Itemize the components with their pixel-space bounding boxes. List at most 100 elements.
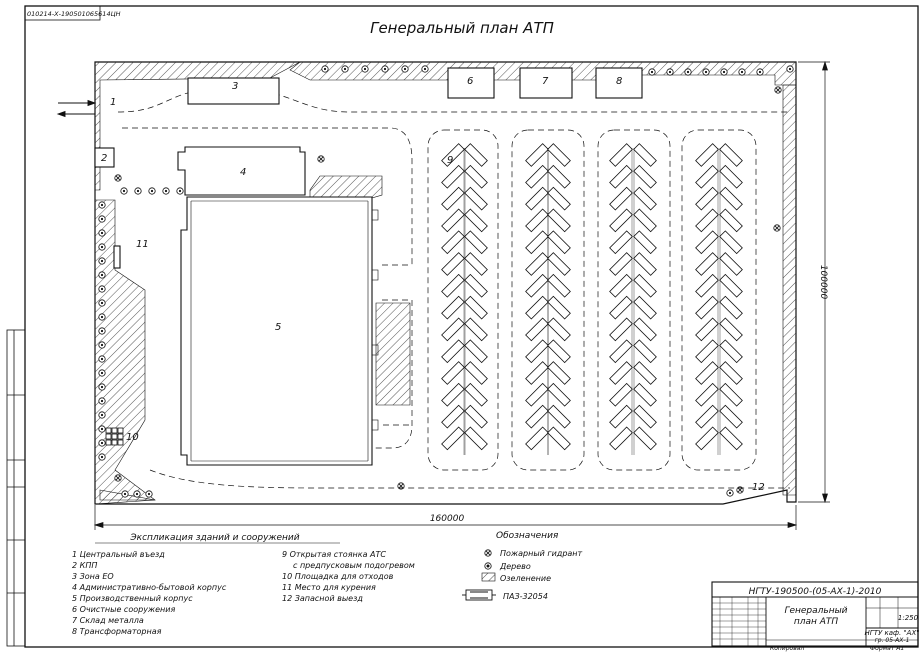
parked-bus (719, 295, 743, 320)
tree-icon (702, 68, 710, 76)
zone-number-6: 6 (467, 76, 473, 87)
parked-bus (525, 317, 549, 342)
explication-col1: 1 Центральный въезд 2 КПП 3 Зона ЕО 4 Ад… (72, 550, 227, 636)
parked-bus (547, 339, 571, 364)
zone-number-12: 12 (752, 482, 765, 493)
parked-bus (464, 426, 488, 451)
parked-bus (633, 382, 657, 407)
explication-item: 8 Трансформаторная (72, 627, 162, 636)
explication-item: 5 Производственный корпус (72, 594, 193, 603)
explication-item: 10 Площадка для отходов (282, 572, 394, 581)
parked-bus (547, 252, 571, 276)
tree-icon (133, 490, 141, 498)
parked-bus (719, 164, 743, 189)
explication-item: 9 Открытая стоянка АТС (282, 550, 386, 559)
title-block-code: НГТУ-190500-(05-АХ-1)-2010 (749, 587, 882, 597)
explication-item: 4 Административно-бытовой корпус (72, 583, 227, 592)
tree-icon (720, 68, 728, 76)
tree-icon (98, 215, 106, 223)
tree-icon (98, 327, 106, 335)
parked-bus (695, 230, 719, 255)
parked-bus (525, 339, 549, 364)
tree-icon (98, 285, 106, 293)
parked-bus (464, 361, 488, 385)
parked-bus (525, 252, 549, 276)
parked-bus (525, 230, 549, 255)
symbols-heading: Обозначения (496, 531, 559, 541)
parked-bus (633, 273, 657, 298)
waste-area (105, 427, 124, 446)
legend-bus-icon (462, 589, 496, 601)
parked-bus (464, 143, 488, 167)
parked-bus (609, 426, 633, 451)
legend-tree-icon (484, 562, 492, 570)
legend-green-icon (481, 572, 496, 582)
parked-bus (609, 252, 633, 276)
title-block-name-2: план АТП (794, 617, 839, 627)
buildings (94, 67, 643, 466)
explication-item: 11 Место для курения (282, 583, 376, 592)
tree-icon (98, 257, 106, 265)
hydrant-icon (317, 155, 325, 163)
tree-icon (786, 65, 794, 73)
explication-item: 2 КПП (72, 561, 97, 570)
parked-bus (525, 186, 549, 211)
tree-icon (145, 490, 153, 498)
parked-bus (525, 295, 549, 320)
parked-bus (441, 208, 465, 233)
parked-bus (695, 273, 719, 298)
parked-bus (441, 164, 465, 189)
title-block-group-1: НГТУ каф. "АХ" (865, 629, 920, 637)
tree-icon (98, 355, 106, 363)
parked-bus (719, 252, 743, 276)
explication-item: 7 Склад металла (72, 616, 144, 625)
zone-numbers: 1 2 3 4 5 6 7 8 9 10 11 12 (101, 76, 765, 493)
parked-bus (464, 164, 488, 189)
zone-number-11: 11 (136, 239, 149, 250)
parked-bus (609, 382, 633, 407)
parked-bus (609, 230, 633, 255)
tree-icon (401, 65, 409, 73)
building-kpp (94, 147, 115, 168)
tree-icon (98, 453, 106, 461)
parked-bus (719, 273, 743, 298)
parked-bus (525, 164, 549, 189)
parked-bus (525, 361, 549, 385)
parked-bus (695, 339, 719, 364)
parked-bus (695, 143, 719, 167)
parked-bus (609, 361, 633, 385)
parked-bus (695, 295, 719, 320)
tree-markers (98, 65, 794, 498)
drawing-frame (24, 5, 919, 648)
parked-bus (547, 361, 571, 385)
open-parking (441, 143, 743, 455)
side-stamp (6, 329, 26, 647)
parked-bus (719, 143, 743, 167)
tree-icon (121, 490, 129, 498)
tree-icon (648, 68, 656, 76)
tree-icon (756, 68, 764, 76)
hydrant-icon (114, 474, 122, 482)
parked-bus (441, 339, 465, 364)
parked-bus (633, 143, 657, 167)
tree-icon (341, 65, 349, 73)
parked-bus (547, 317, 571, 342)
parked-bus (719, 382, 743, 407)
explication-item: 3 Зона ЕО (72, 572, 114, 581)
parked-bus (464, 382, 488, 407)
parked-bus (609, 339, 633, 364)
parked-bus (464, 295, 488, 320)
parked-bus (695, 186, 719, 211)
title-block-format: Формат А1 (870, 645, 904, 652)
explication-col2: 9 Открытая стоянка АТС с предпусковым по… (282, 550, 415, 603)
parked-bus (633, 295, 657, 320)
tree-icon (120, 187, 128, 195)
parked-bus (464, 230, 488, 255)
zone-number-10: 10 (126, 432, 139, 443)
parked-bus (609, 404, 633, 429)
hydrant-icon (773, 224, 781, 232)
building-metal-store (519, 67, 573, 99)
parked-bus (719, 426, 743, 451)
tree-icon (176, 187, 184, 195)
parked-bus (633, 186, 657, 211)
